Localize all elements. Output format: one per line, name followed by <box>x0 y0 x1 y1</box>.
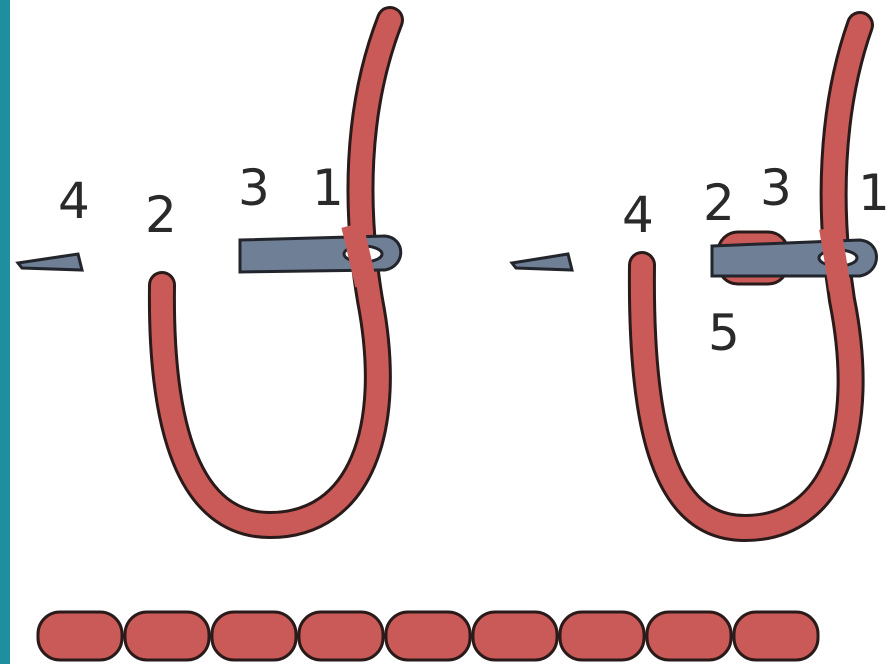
stitch <box>647 612 731 660</box>
needle-icon <box>712 240 877 276</box>
right-label-5: 5 <box>708 304 740 362</box>
stitch <box>734 612 818 660</box>
stitch <box>560 612 644 660</box>
needle-tip-icon <box>512 254 572 270</box>
left-label-3: 3 <box>238 159 270 217</box>
thread-through-eye <box>830 228 840 290</box>
left-step-panel: 4 2 3 1 <box>18 20 401 525</box>
left-label-2: 2 <box>145 186 177 244</box>
stitch <box>125 612 209 660</box>
right-label-2: 2 <box>703 174 735 232</box>
left-label-1: 1 <box>312 159 344 217</box>
right-step-panel: 4 2 3 1 5 <box>512 25 890 528</box>
stitch <box>386 612 470 660</box>
right-label-3: 3 <box>760 159 792 217</box>
left-label-4: 4 <box>58 172 90 230</box>
stitch <box>38 612 122 660</box>
stitch-row-icon <box>38 612 818 660</box>
needle-tip-icon <box>18 254 82 270</box>
needle-icon <box>240 236 401 272</box>
stitch <box>299 612 383 660</box>
stitch <box>212 612 296 660</box>
thread-through-eye <box>352 225 366 285</box>
stitch <box>473 612 557 660</box>
right-label-4: 4 <box>622 186 654 244</box>
right-label-1: 1 <box>858 164 890 222</box>
